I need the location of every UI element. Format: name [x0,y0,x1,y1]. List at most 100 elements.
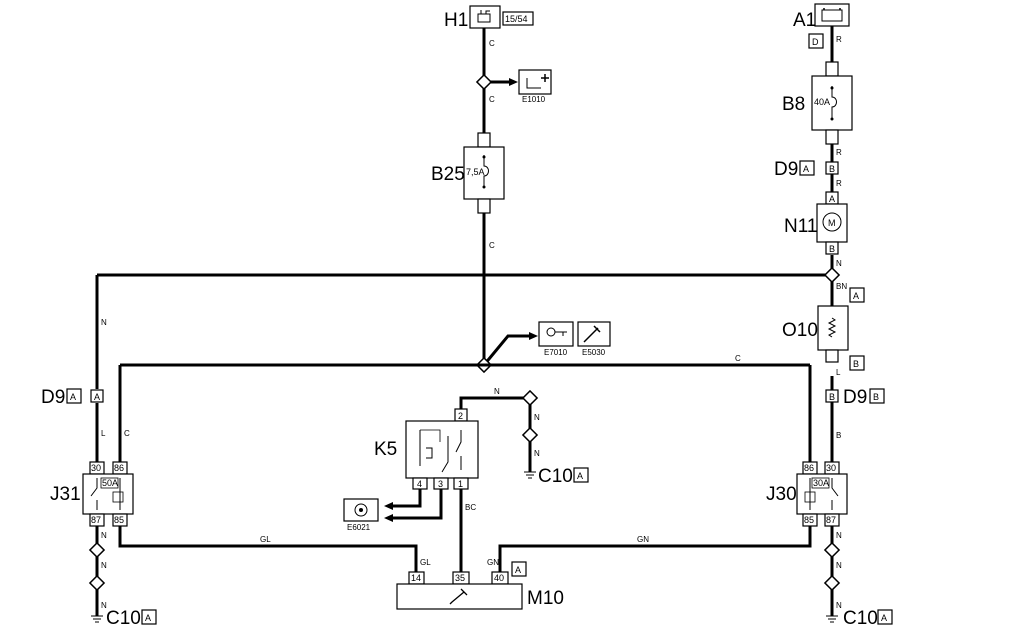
wire-color-label: N [101,531,107,540]
m10-pin-35: 35 [455,573,465,583]
n11-pin-b: B [829,244,835,254]
junction-node [823,541,841,559]
wire-color-label: GN [637,535,649,544]
wire-color-label: N [534,413,540,422]
j30-pin-86: 86 [804,463,814,473]
fuse-icon [482,155,489,189]
b8-rating: 40A [814,97,830,107]
d9-tag: B [873,392,879,402]
d9-pin: A [94,392,100,402]
c10-tag: A [577,471,583,481]
j30-pin-85: 85 [804,515,814,525]
n-bus [95,273,832,462]
junction-node [521,389,539,407]
j30-output-wires [498,526,812,572]
d9-connector-right: B D9 B [825,387,885,408]
battery-icon [821,8,843,22]
ignition-switch-icon [477,10,491,23]
b25-rating: 7,5A [466,167,485,177]
b8-fuse: 40A B8 [782,61,853,145]
wire-color-label: C [489,95,495,104]
d9-pin: B [829,392,835,402]
ground-icon [826,615,838,623]
o10-tag-top: A [853,291,859,301]
junction-node [88,574,106,592]
d9-label: D9 [774,159,798,180]
wire-color-label: L [836,368,841,377]
injector-icon [449,588,468,605]
a1-battery: A1 D [793,3,850,49]
c10-ground-left: C10 A [91,608,157,629]
c-bus [118,363,812,462]
m10-label: M10 [527,588,564,609]
wire-color-label: N [494,387,500,396]
m10-tag: A [515,565,521,575]
battery-icon [526,74,549,89]
c10-label: C10 [538,466,573,487]
j30-pin-30: 30 [826,463,836,473]
wire-color-label: GL [420,558,431,567]
e1010-reference: E1010 [518,69,552,104]
j31-pin-86: 86 [114,463,124,473]
wire-color-label: R [836,179,842,188]
wire-color-label: N [101,561,107,570]
b25-label: B25 [431,164,465,185]
d9-label: D9 [843,387,867,408]
e7010-reference: E7010 [538,321,574,357]
relay-icon [419,429,462,473]
n11-motor: A M B N11 [784,191,848,255]
j31-label: J31 [50,484,81,505]
wire-color-label: GL [260,535,271,544]
j30-rating: 30A [813,478,829,488]
d9-pin: B [829,164,835,174]
wire-color-label: N [836,531,842,540]
j31-pin-87: 87 [91,515,101,525]
k5-pin-2: 2 [458,411,463,421]
j30-relay: 86 30 30A 85 87 J30 [766,461,848,527]
wire-color-label: C [735,354,741,363]
j30-label: J30 [766,484,797,505]
c10-ground-k5: C10 A [524,466,589,487]
d9-connector-top: D9 A B [774,159,839,180]
junction-node [521,426,539,444]
wire-color-label: N [101,601,107,610]
b25-fuse: 7,5A B25 [431,132,505,214]
wire-color-label: B [836,431,841,440]
n11-label: N11 [784,216,817,237]
a1-label: A1 [793,10,816,31]
junction-node [823,266,841,284]
relay-icon [804,477,839,510]
wire-color-label: BC [465,503,476,512]
d9-connector-left: D9 A A [41,387,104,408]
e6021-label: E6021 [347,523,371,532]
k5-pin-4: 4 [417,479,422,489]
wire-color-label: C [489,241,495,250]
e5030-label: E5030 [582,348,606,357]
k5-relay: 2 4 3 1 K5 [374,408,479,490]
junction-node [88,541,106,559]
d9-label: D9 [41,387,65,408]
junction-node [823,574,841,592]
j31-pin-30: 30 [91,463,101,473]
b8-label: B8 [782,94,805,115]
wire-color-label: L [101,429,106,438]
j31-relay: 30 86 50A 87 85 J31 [50,461,134,527]
a1-tag: D [812,37,819,47]
m10-pin-14: 14 [411,573,421,583]
wire-color-label: N [101,318,107,327]
m10-ecu: GL GN A 14 35 40 M10 [396,558,564,610]
k5-pin-3: 3 [438,479,443,489]
relay-icon [90,477,124,510]
k5-pin-1: 1 [458,479,463,489]
j31-rating: 50A [102,478,118,488]
e6021-reference: E6021 [343,498,379,532]
c10-tag: A [881,613,887,623]
wire-color-label: BN [836,282,847,291]
o10-tag-bottom: B [853,359,859,369]
ground-icon [524,471,536,479]
ground-icon [91,615,103,623]
o10-resistor: BN A B O10 [782,282,865,371]
j31-output-wires [95,526,418,616]
motor-icon: M [822,212,842,232]
